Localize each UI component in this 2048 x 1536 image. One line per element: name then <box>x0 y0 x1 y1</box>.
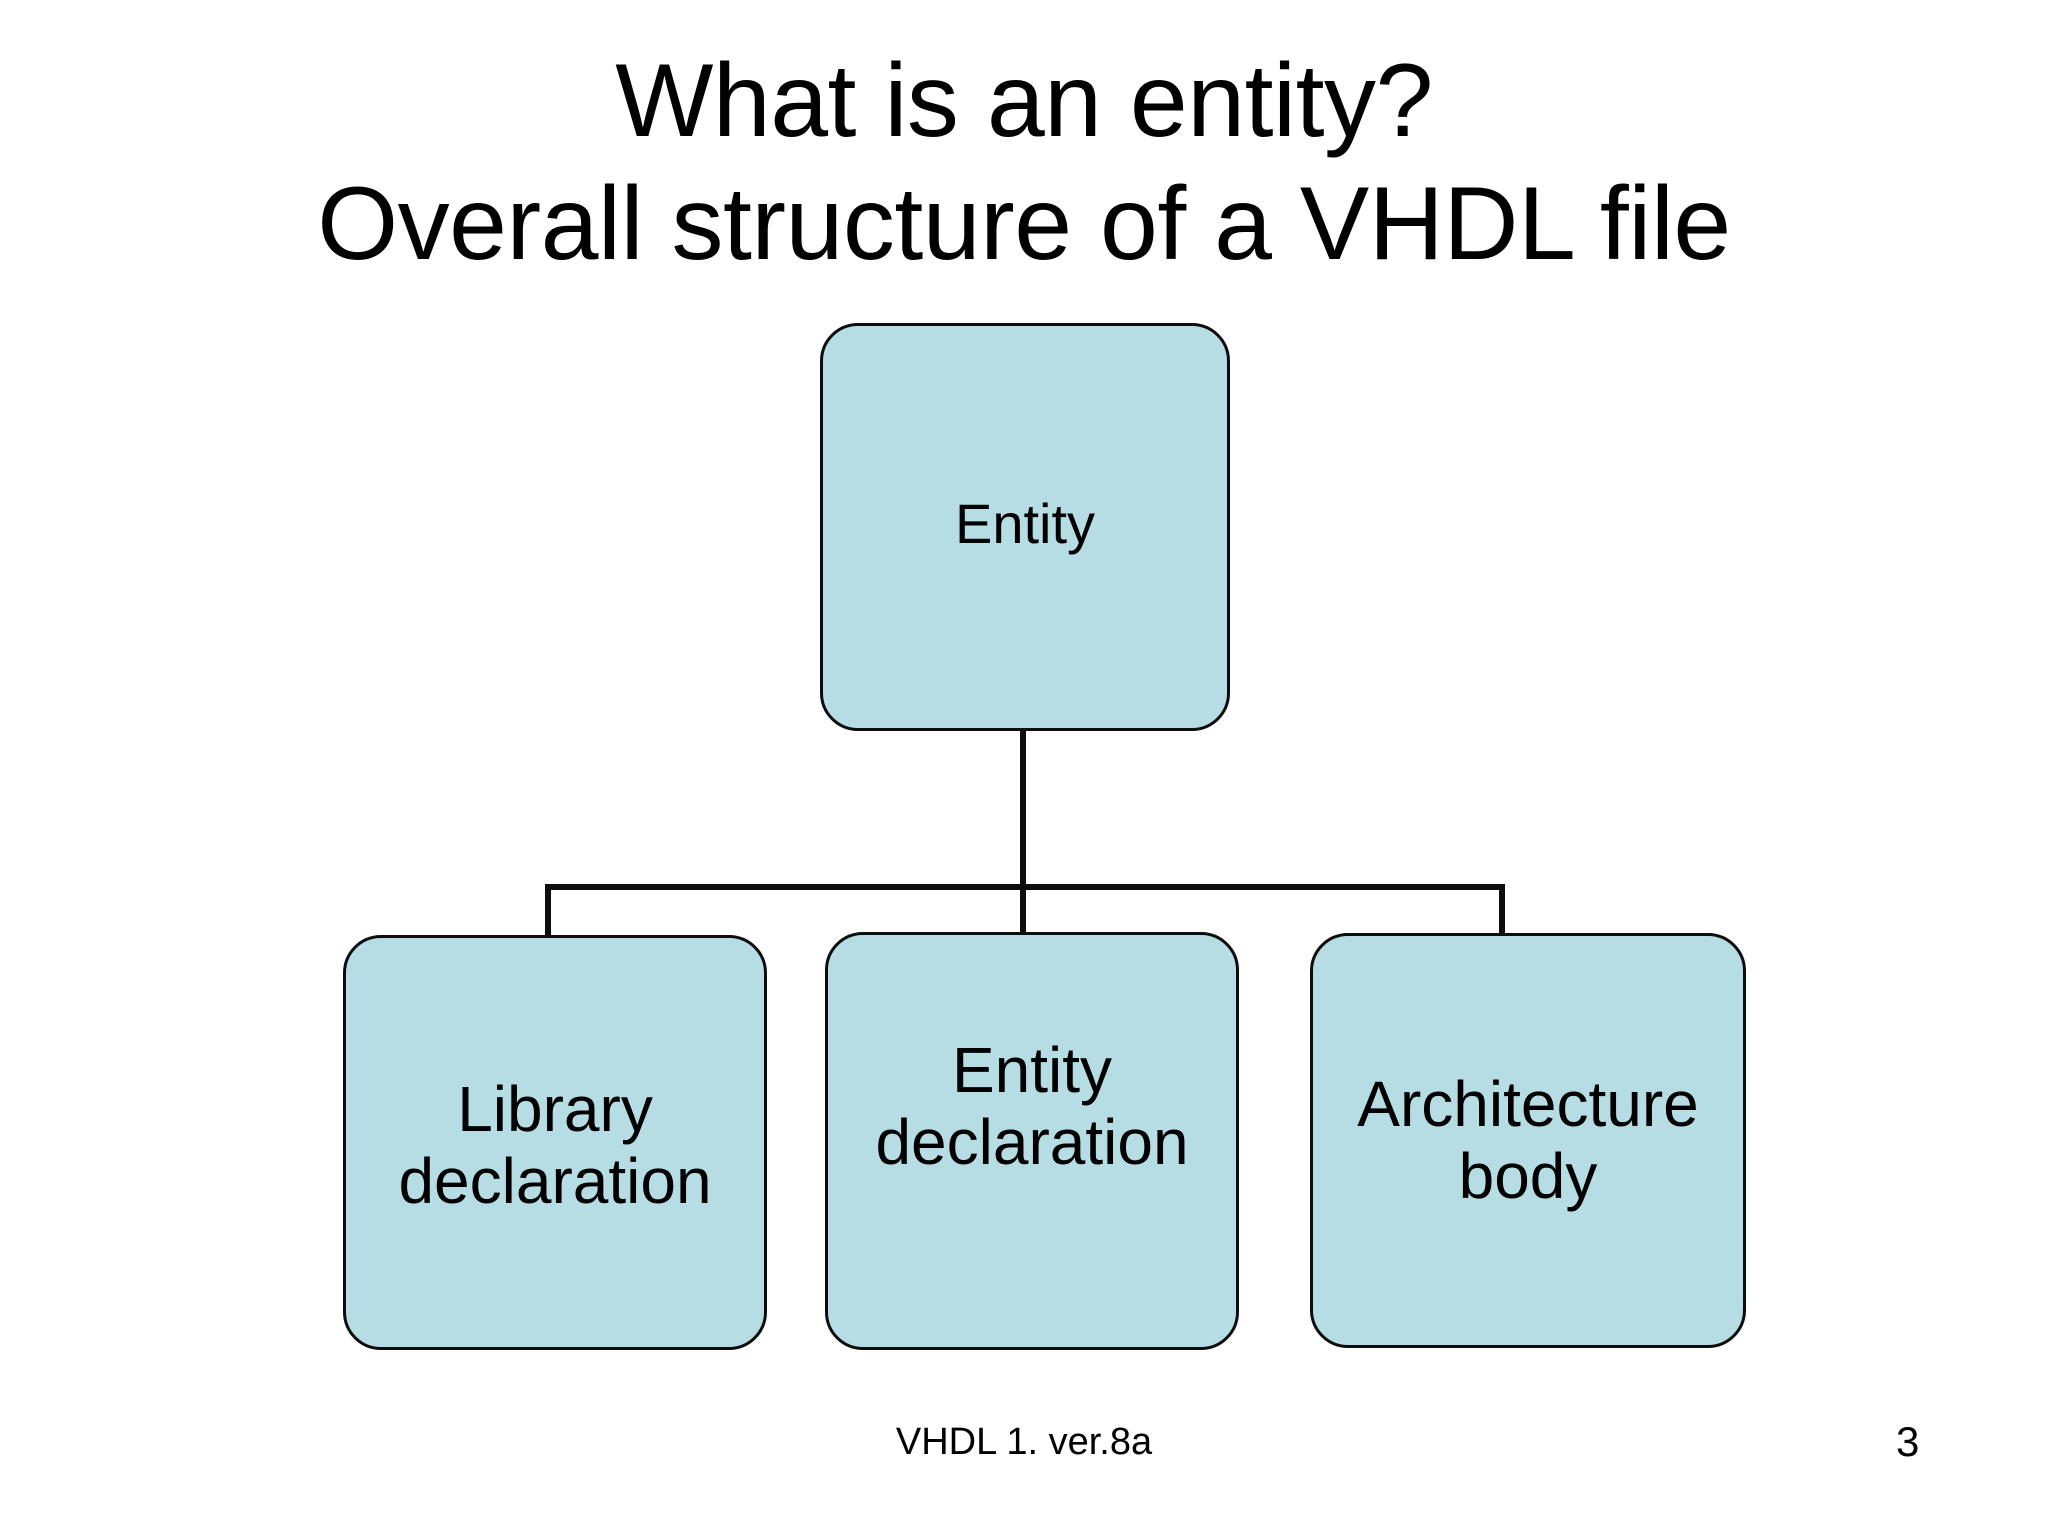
diagram-node-library-declaration-label: Library declaration <box>398 1072 712 1217</box>
title-line-1: What is an entity? <box>615 43 1433 159</box>
diagram-node-entity-label: Entity <box>954 492 1096 555</box>
page-title: What is an entity? Overall structure of … <box>0 40 2048 285</box>
connector-root-stem <box>1020 731 1026 889</box>
title-line-2: Overall structure of a VHDL file <box>317 165 1731 282</box>
diagram-node-architecture-body[interactable]: Architecture body <box>1310 933 1746 1348</box>
slide-footer-text: VHDL 1. ver.8a <box>895 1421 1153 1463</box>
diagram-node-architecture-body-label: Architecture body <box>1357 1068 1699 1212</box>
diagram-node-library-declaration[interactable]: Library declaration <box>343 935 767 1350</box>
diagram-node-entity-declaration-label: Entity declaration <box>875 1034 1189 1178</box>
connector-drop-entity-declaration <box>1020 884 1026 936</box>
diagram-node-entity[interactable]: Entity <box>820 323 1230 731</box>
connector-drop-architecture-body <box>1499 884 1505 938</box>
slide-page-number: 3 <box>1896 1418 1920 1465</box>
diagram-node-entity-declaration[interactable]: Entity declaration <box>825 932 1239 1350</box>
connector-drop-library <box>545 884 551 938</box>
